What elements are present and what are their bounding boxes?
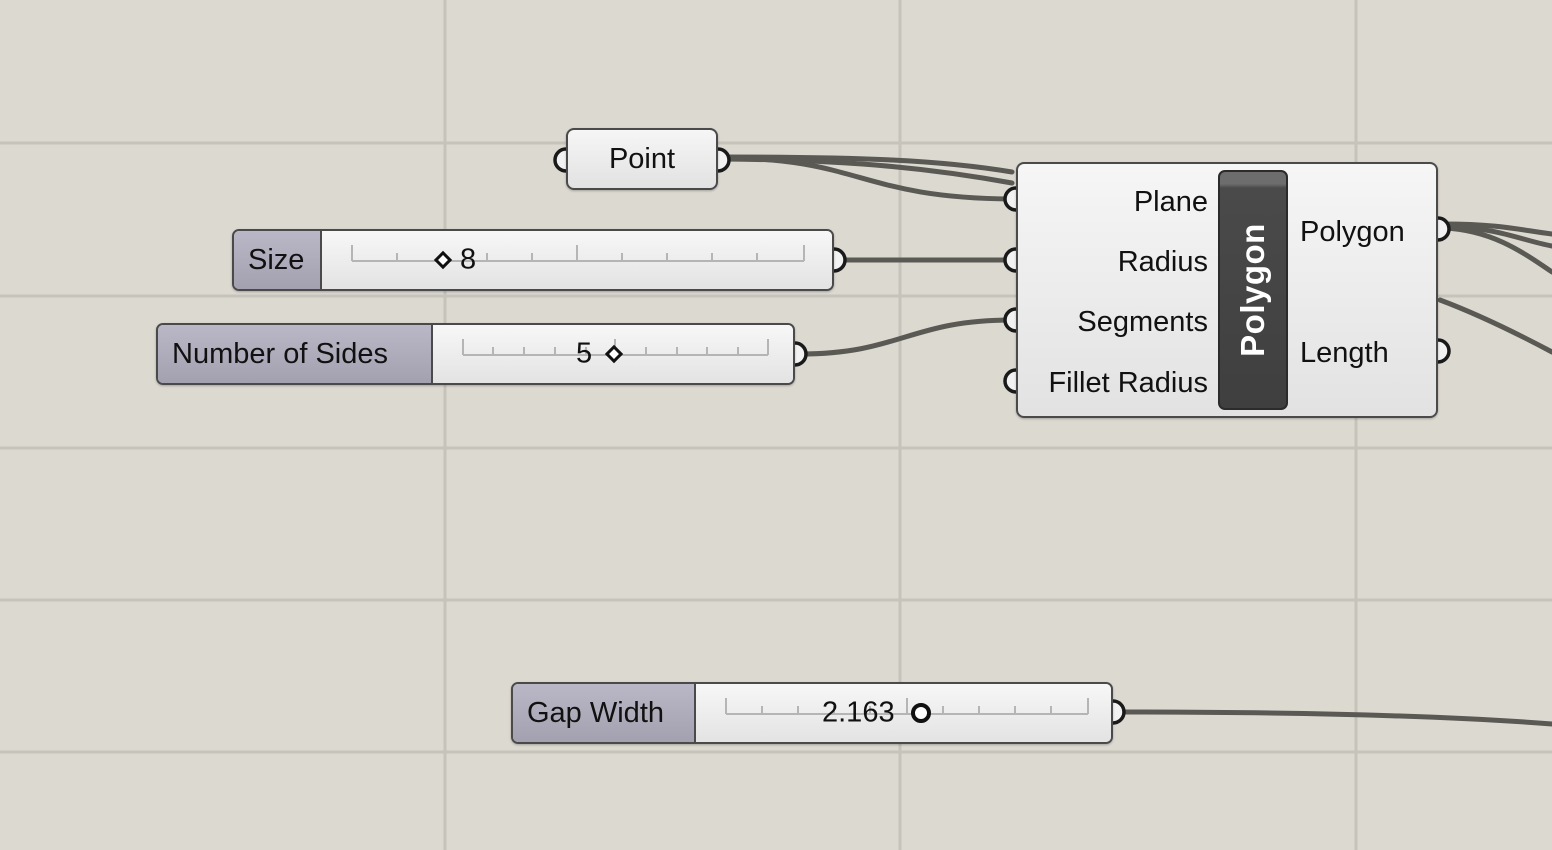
wire-point-to-offscreen-b[interactable] bbox=[721, 156, 1015, 186]
size-slider-value: 8 bbox=[460, 243, 477, 276]
wire-polygon-out-b[interactable] bbox=[1441, 223, 1552, 249]
radius-input-port[interactable] bbox=[1003, 247, 1017, 273]
size-output-port[interactable] bbox=[833, 247, 847, 273]
polygon-inputs: Plane Radius Segments Fillet Radius bbox=[1018, 164, 1208, 416]
polygon-component[interactable]: Plane Radius Segments Fillet Radius Poly… bbox=[1016, 162, 1438, 418]
wire-point-to-offscreen-a[interactable] bbox=[721, 154, 1015, 175]
point-parameter-label: Point bbox=[608, 142, 676, 175]
point-input-port[interactable] bbox=[553, 147, 567, 173]
number-of-sides-slider[interactable]: Number of Sides 5 bbox=[156, 323, 795, 385]
point-parameter[interactable]: Point bbox=[566, 128, 718, 190]
wire-polygon-out-a[interactable] bbox=[1441, 221, 1552, 237]
gap-width-slider-label: Gap Width bbox=[513, 684, 696, 742]
wire-gap-out[interactable] bbox=[1115, 709, 1552, 727]
size-slider-label: Size bbox=[234, 231, 322, 289]
gap-width-slider[interactable]: Gap Width 2.163 bbox=[511, 682, 1113, 744]
polygon-outputs: Polygon Length bbox=[1300, 164, 1430, 416]
size-slider-track[interactable]: 8 bbox=[322, 231, 832, 289]
wire-polygon-out-c[interactable] bbox=[1441, 225, 1552, 275]
gap-width-slider-ticks bbox=[725, 698, 1089, 715]
sides-output-port[interactable] bbox=[794, 341, 808, 367]
number-of-sides-slider-label: Number of Sides bbox=[158, 325, 433, 383]
circle-grip-icon[interactable] bbox=[908, 700, 934, 726]
input-label-fillet-radius: Fillet Radius bbox=[1048, 367, 1208, 399]
polygon-title-bar[interactable]: Polygon bbox=[1218, 170, 1288, 410]
wire-length-out[interactable] bbox=[1437, 297, 1552, 355]
polygon-output-port[interactable] bbox=[1437, 216, 1451, 242]
plane-input-port[interactable] bbox=[1003, 186, 1017, 212]
input-label-radius: Radius bbox=[1117, 246, 1208, 278]
number-of-sides-slider-track[interactable]: 5 bbox=[433, 325, 793, 383]
length-output-port[interactable] bbox=[1437, 338, 1451, 364]
size-slider[interactable]: Size bbox=[232, 229, 834, 291]
gap-output-port[interactable] bbox=[1112, 699, 1126, 725]
polygon-title: Polygon bbox=[1234, 223, 1271, 357]
point-output-port[interactable] bbox=[717, 147, 731, 173]
output-label-length: Length bbox=[1300, 337, 1389, 369]
gap-width-slider-value: 2.163 bbox=[822, 696, 895, 729]
wire-sides-to-segments[interactable] bbox=[797, 317, 1015, 357]
gap-width-slider-track[interactable]: 2.163 bbox=[696, 684, 1111, 742]
diamond-grip-icon[interactable] bbox=[432, 249, 454, 271]
number-of-sides-slider-value: 5 bbox=[576, 337, 593, 370]
input-label-segments: Segments bbox=[1077, 306, 1208, 338]
diamond-grip-icon[interactable] bbox=[603, 343, 625, 365]
input-label-plane: Plane bbox=[1133, 186, 1208, 218]
output-label-polygon: Polygon bbox=[1300, 216, 1405, 248]
fillet-radius-input-port[interactable] bbox=[1003, 368, 1017, 394]
segments-input-port[interactable] bbox=[1003, 307, 1017, 333]
size-slider-ticks bbox=[351, 245, 805, 262]
